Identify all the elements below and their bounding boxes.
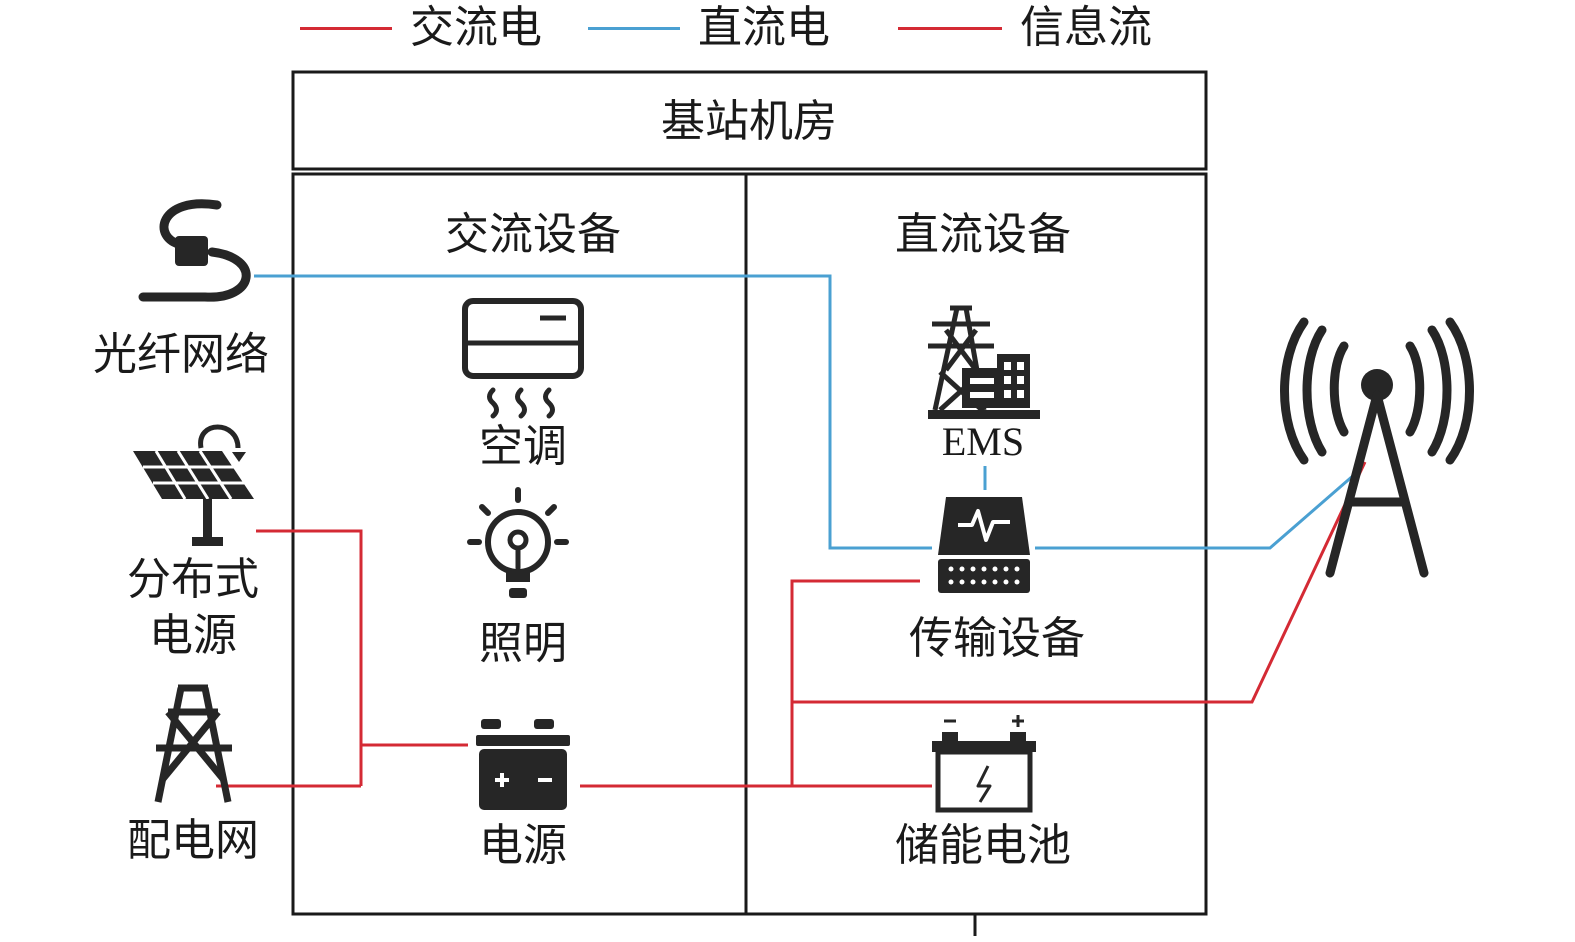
solar-panel-icon (133, 424, 254, 546)
light-bulb-icon (467, 487, 569, 598)
transmission-device-icon (938, 497, 1030, 593)
legend-info-line (898, 26, 1002, 30)
legend-ac-label: 交流电 (410, 2, 542, 53)
distributed-source-label-2: 电源 (149, 610, 237, 661)
storage-battery-label: 储能电池 (895, 820, 1071, 871)
legend-info: 信息流 (898, 4, 1152, 52)
fiber-cable-icon (138, 199, 251, 302)
legend-dc-label: 直流电 (698, 2, 830, 53)
ac-info-lines (216, 461, 1367, 788)
ems-icon (928, 305, 1040, 419)
lighting-label: 照明 (479, 618, 567, 669)
power-supply-icon (476, 719, 570, 810)
power-supply-label: 电源 (479, 820, 567, 871)
dc-lines (254, 274, 1363, 550)
storage-battery-icon (932, 715, 1036, 813)
distribution-grid-label: 配电网 (127, 815, 259, 866)
legend-ac-line (300, 26, 392, 30)
room-frame (291, 70, 1208, 936)
legend-dc: 直流电 (588, 4, 830, 52)
aircon-label: 空调 (479, 421, 567, 472)
ems-label: EMS (941, 419, 1025, 464)
dc-section-title: 直流设备 (895, 209, 1071, 260)
air-conditioner-icon (462, 298, 584, 419)
ac-section-title: 交流设备 (445, 209, 621, 260)
legend-dc-line (588, 26, 680, 30)
legend-ac: 交流电 (300, 4, 542, 52)
transmission-device-label: 传输设备 (909, 613, 1085, 664)
antenna-tower-icon (1280, 317, 1474, 578)
distributed-source-label-1: 分布式 (127, 554, 259, 605)
legend-info-label: 信息流 (1020, 2, 1152, 53)
room-title: 基站机房 (661, 96, 837, 147)
pylon-icon (154, 684, 232, 803)
fiber-network-label: 光纤网络 (93, 329, 269, 380)
